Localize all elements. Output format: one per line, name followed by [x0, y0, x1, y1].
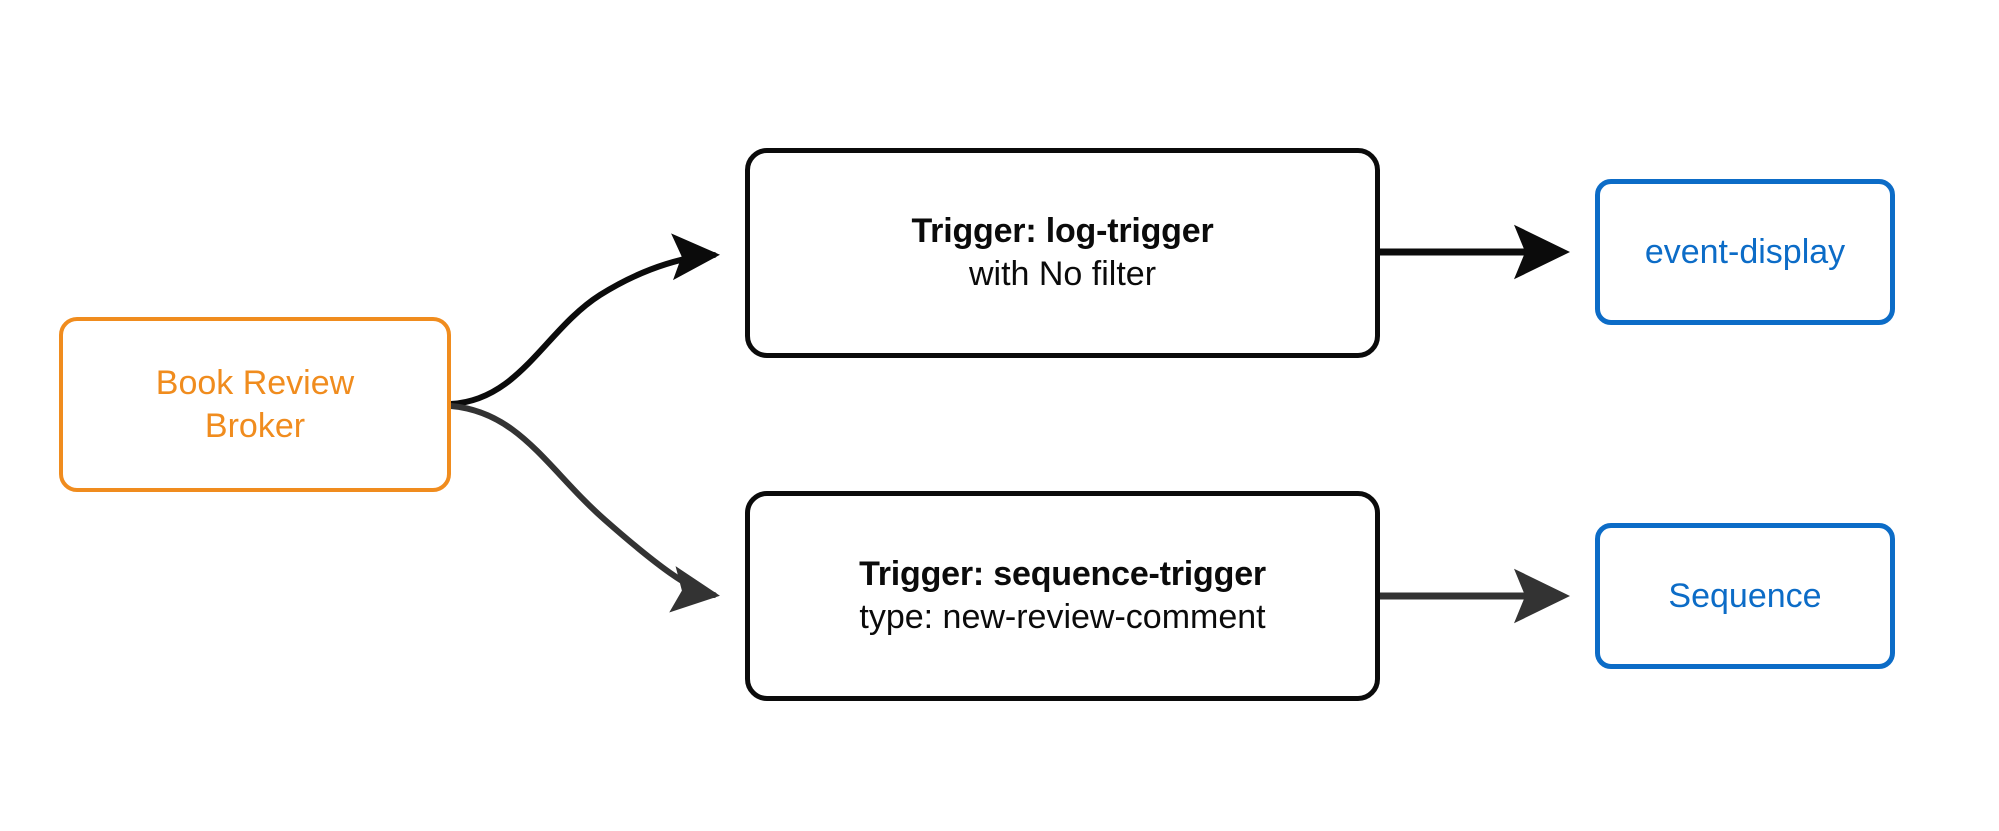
- edge-broker-to-sequence-trigger: [448, 403, 720, 613]
- node-book-review-broker[interactable]: Book Review Broker: [59, 317, 451, 492]
- node-broker-label-line-2: Broker: [204, 406, 306, 445]
- node-sequence[interactable]: Sequence: [1595, 523, 1895, 669]
- node-trigger-sequence-label-line-1: Trigger: sequence-trigger: [859, 555, 1266, 594]
- node-trigger-sequence-label-line-2: type: new-review-comment: [859, 598, 1266, 636]
- edge-broker-to-log-trigger: [448, 233, 720, 407]
- node-event-display[interactable]: event-display: [1595, 179, 1895, 325]
- node-trigger-sequence-trigger[interactable]: Trigger: sequence-trigger type: new-revi…: [745, 491, 1380, 701]
- node-event-display-label: event-display: [1644, 232, 1846, 271]
- node-sequence-label: Sequence: [1668, 576, 1822, 615]
- node-trigger-log-label-line-2: with No filter: [968, 255, 1157, 293]
- node-broker-label-line-1: Book Review: [155, 363, 355, 402]
- node-trigger-log-label-line-1: Trigger: log-trigger: [911, 212, 1214, 251]
- node-trigger-log-trigger[interactable]: Trigger: log-trigger with No filter: [745, 148, 1380, 358]
